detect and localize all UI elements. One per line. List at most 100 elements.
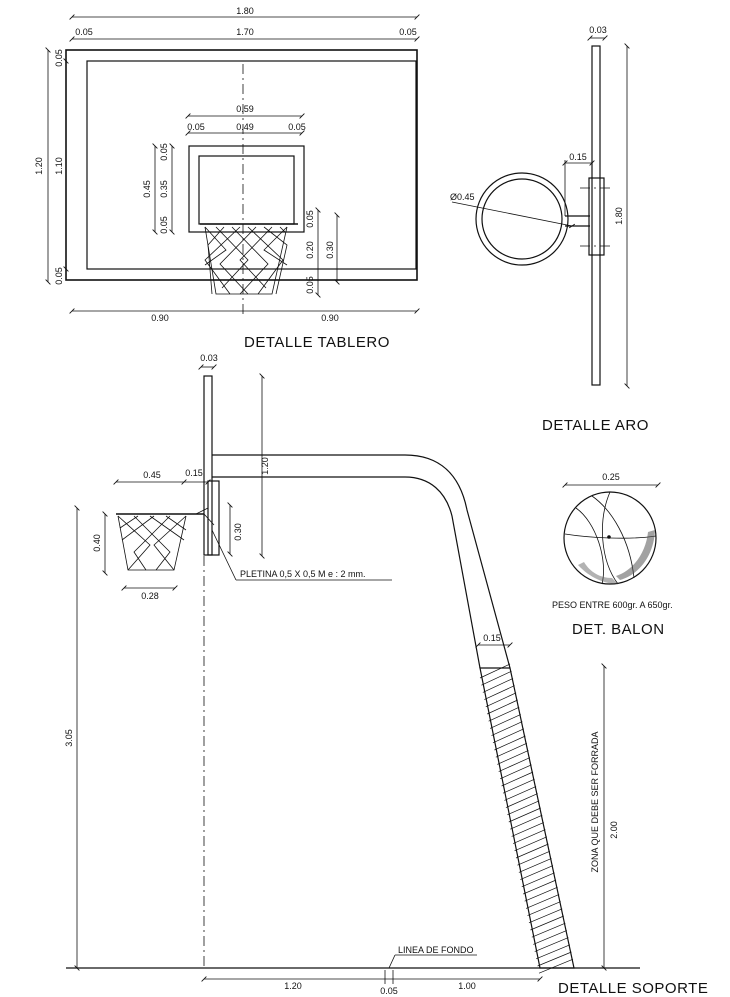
- pletina-note: PLETINA 0,5 X 0,5 M e : 2 mm.: [240, 569, 366, 579]
- hatch-line: [482, 678, 514, 693]
- dim-half-left: 0.90: [151, 313, 169, 323]
- hatch-line: [533, 930, 567, 945]
- hatch-line: [479, 663, 511, 679]
- dim-soporte-thickness: 0.03: [200, 353, 218, 363]
- support-arm-pole: [212, 454, 511, 669]
- dim-rim-top: 0.05: [305, 210, 315, 228]
- dim-net-height: 0.40: [92, 534, 102, 552]
- hatch-line: [508, 807, 541, 823]
- dim-rim-total: 0.30: [325, 241, 335, 259]
- target-box-inner: [198, 155, 295, 225]
- dim-board-width: 1.80: [236, 6, 254, 16]
- detalle-balon: 0.25 PESO ENTRE 600gr. A 650gr. DET. BAL…: [552, 472, 673, 638]
- hatch-line: [523, 879, 557, 895]
- padding-hatch: [479, 663, 574, 974]
- hatch-line: [531, 922, 566, 938]
- hatch-line: [481, 670, 512, 686]
- hatch-line: [485, 692, 517, 708]
- dim-ground-c: 1.00: [458, 981, 476, 991]
- dim-board-top: 0.05: [54, 49, 64, 67]
- dim-half-right: 0.90: [321, 313, 339, 323]
- dim-box-inner: 0.49: [236, 122, 254, 132]
- aro-backboard-side: [591, 45, 601, 386]
- hatch-line: [484, 685, 515, 700]
- dim-box-inner-height: 0.35: [159, 180, 169, 198]
- dim-aro-offset: 0.15: [569, 152, 587, 162]
- hatch-line: [517, 850, 551, 866]
- dim-board-height: 1.20: [34, 157, 44, 175]
- hatch-line: [521, 872, 555, 888]
- ball-weight: PESO ENTRE 600gr. A 650gr.: [552, 600, 673, 610]
- support-net: [117, 515, 187, 571]
- hatch-line: [520, 865, 554, 880]
- hatch-line: [497, 750, 529, 765]
- aro-mount-plate: [588, 177, 605, 256]
- hatch-line: [538, 958, 574, 974]
- hatch-line: [534, 937, 569, 952]
- dim-box-right: 0.05: [288, 122, 306, 132]
- hatch-line: [507, 800, 540, 816]
- dim-padding-height: 2.00: [609, 821, 619, 839]
- dim-board-inner: 1.70: [236, 27, 254, 37]
- hatch-line: [504, 786, 537, 801]
- hatch-line: [488, 706, 520, 722]
- hatch-line: [487, 699, 518, 715]
- dim-aro-height: 1.80: [614, 207, 624, 225]
- dim-aro-thickness: 0.03: [589, 25, 607, 35]
- dim-arm-height: 1.20: [260, 457, 270, 475]
- dim-box-height: 0.45: [142, 180, 152, 198]
- dim-board-bottom: 0.05: [54, 267, 64, 285]
- hatch-line: [536, 944, 571, 960]
- dim-total-height: 3.05: [64, 729, 74, 747]
- hatch-line: [527, 901, 561, 916]
- dim-aro-diameter: Ø0.45: [450, 192, 475, 202]
- title-aro: DETALLE ARO: [542, 417, 649, 434]
- support-padding-outline: [479, 667, 575, 969]
- linea-fondo-label: LINEA DE FONDO: [398, 945, 474, 955]
- hatch-line: [491, 721, 523, 736]
- hatch-line: [510, 814, 543, 830]
- dim-box-top: 0.05: [159, 143, 169, 161]
- dim-plate-height: 0.30: [233, 523, 243, 541]
- dim-balon-diameter: 0.25: [602, 472, 620, 482]
- hatch-line: [512, 829, 546, 844]
- aro-rim-inner: [481, 178, 563, 260]
- dim-box-width: 0.59: [236, 104, 254, 114]
- support-plate: [207, 480, 220, 556]
- hatch-line: [518, 858, 552, 873]
- title-soporte: DETALLE SOPORTE: [558, 980, 708, 997]
- dim-board-right: 0.05: [399, 27, 417, 37]
- backboard-inner-border: [86, 60, 417, 270]
- dim-ground-b: 0.05: [380, 986, 398, 996]
- ball-shade: [616, 530, 655, 580]
- padding-note: ZONA QUE DEBE SER FORRADA: [590, 731, 600, 872]
- hatch-line: [511, 822, 544, 837]
- hatch-line: [500, 764, 532, 780]
- dim-board-inner-height: 1.10: [54, 157, 64, 175]
- dim-box-bottom: 0.05: [159, 216, 169, 234]
- aro-rim-outer: [475, 172, 569, 266]
- dim-pole-width: 0.15: [483, 633, 501, 643]
- title-balon: DET. BALON: [572, 621, 665, 638]
- hatch-line: [502, 778, 535, 794]
- detalle-tablero: 1.80 0.05 1.70 0.05 1.20 1.10 0.05 0.05 …: [34, 6, 420, 351]
- backboard-outer: [65, 49, 418, 281]
- hatch-line: [537, 951, 572, 967]
- hatch-line: [530, 915, 564, 931]
- dim-rim-bot: 0.05: [305, 276, 315, 294]
- dim-board-left: 0.05: [75, 27, 93, 37]
- target-box-outer: [188, 145, 305, 233]
- hatch-line: [498, 757, 531, 772]
- hatch-line: [489, 714, 521, 729]
- hatch-line: [495, 742, 528, 758]
- detalle-aro: 0.03 Ø0.45 0.15 1.80 DETALLE ARO: [450, 25, 649, 434]
- dim-box-left: 0.05: [187, 122, 205, 132]
- dim-rim-mid: 0.20: [305, 241, 315, 259]
- hatch-line: [525, 894, 560, 909]
- hatch-line: [515, 843, 549, 859]
- hatch-line: [494, 735, 526, 751]
- hatch-line: [514, 836, 548, 852]
- hatch-line: [524, 886, 558, 902]
- detalle-soporte: 0.03 1.20 0.45 0.15 0.40 0.28 0.30 PLETI…: [64, 353, 708, 997]
